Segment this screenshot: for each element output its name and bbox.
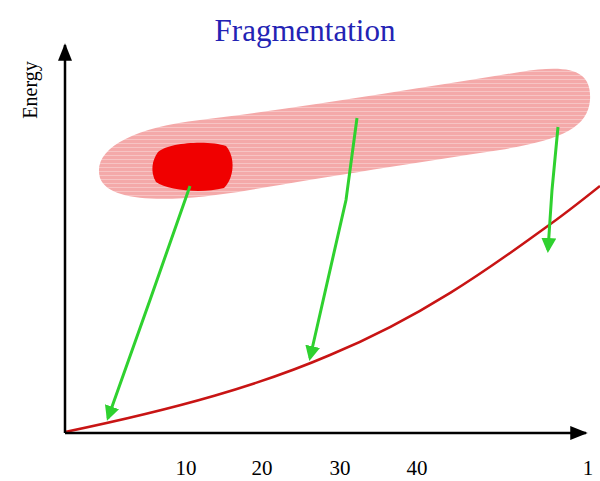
tick-label: 20 bbox=[252, 458, 273, 479]
ground-energy-curve bbox=[65, 186, 600, 432]
axis-label: Energy bbox=[20, 61, 40, 118]
initial-state-blob bbox=[152, 143, 232, 191]
x-axis bbox=[65, 432, 586, 435]
decay-arrow bbox=[108, 186, 190, 418]
decay-arrow bbox=[548, 127, 558, 250]
tick-label: 1 bbox=[583, 458, 594, 479]
decay-arrow bbox=[310, 118, 357, 358]
tick-label: 30 bbox=[330, 458, 351, 479]
tick-label: 10 bbox=[176, 458, 197, 479]
excited-region bbox=[99, 69, 590, 199]
chart-title: Fragmentation bbox=[215, 15, 396, 46]
tick-label: 40 bbox=[407, 458, 428, 479]
y-axis bbox=[64, 45, 67, 433]
